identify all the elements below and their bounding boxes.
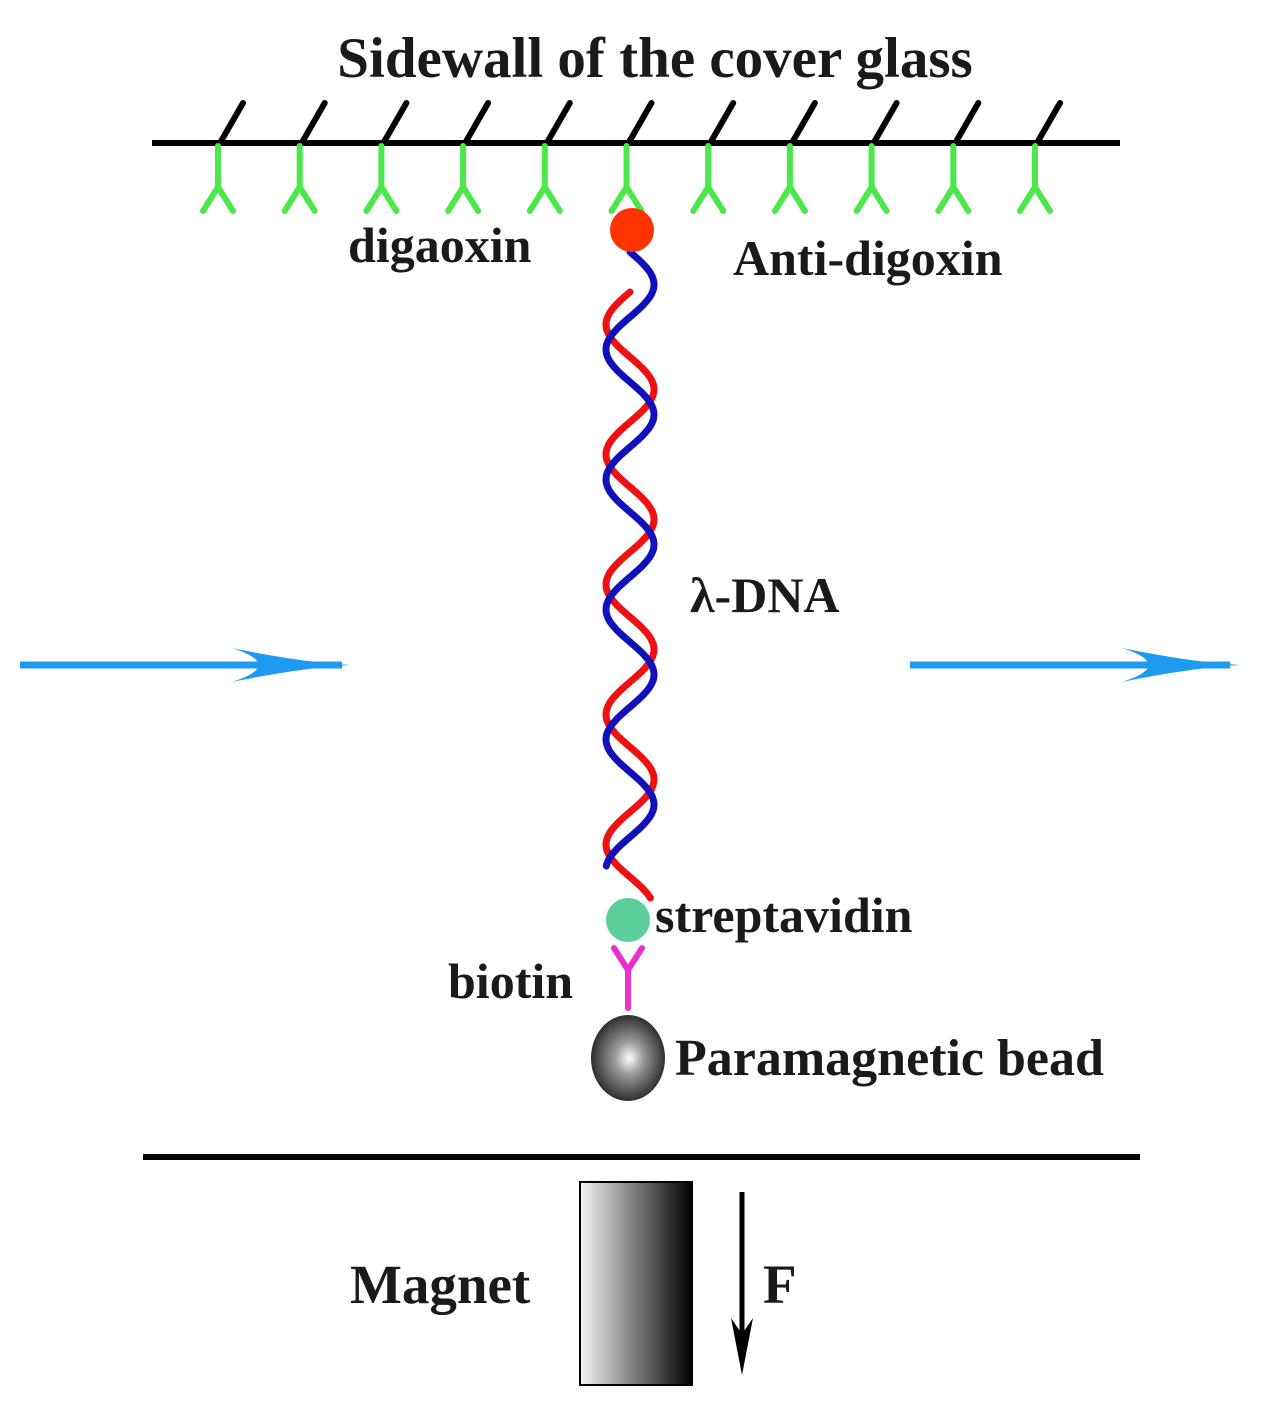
biotin-label: biotin <box>448 953 573 1009</box>
force-label: F <box>763 1254 797 1315</box>
surface-hatch-mark <box>870 100 900 146</box>
surface-hatches <box>217 100 1063 146</box>
digoxin-molecule <box>610 208 654 252</box>
antibody-icon <box>608 143 645 214</box>
surface-hatch-mark <box>707 100 737 146</box>
antibody-icon <box>1017 143 1053 214</box>
antibody-icon <box>935 143 972 214</box>
streptavidin-label: streptavidin <box>655 887 913 943</box>
title-label: Sidewall of the cover glass <box>337 27 972 90</box>
flow-arrow-left <box>20 648 350 682</box>
magnet-block <box>579 1181 693 1386</box>
digoxin-label: digaoxin <box>348 217 532 273</box>
surface-hatch-mark <box>298 100 328 146</box>
surface-hatch-mark <box>462 100 492 146</box>
antibody-icon <box>445 143 482 214</box>
antibody-icon <box>526 143 563 214</box>
dna-label: λ-DNA <box>690 567 840 623</box>
biotin-linker <box>611 945 645 1011</box>
antibody-icon <box>281 143 318 214</box>
dna-strand-blue <box>602 248 658 870</box>
surface-hatch-mark <box>625 100 655 146</box>
streptavidin-molecule <box>606 898 650 942</box>
lambda-dna-helix <box>602 248 658 902</box>
antibody-icon <box>690 143 727 214</box>
anti-digoxin-antibodies <box>200 143 1053 214</box>
flow-arrow-right <box>910 648 1240 682</box>
surface-hatch-mark <box>380 100 410 146</box>
surface-hatch-mark <box>543 100 573 146</box>
force-arrow <box>731 1192 753 1375</box>
surface-hatch-mark <box>217 100 246 146</box>
antibody-icon <box>771 143 808 214</box>
bead-label: Paramagnetic bead <box>675 1030 1104 1087</box>
surface-hatch-mark <box>788 100 818 146</box>
antibody-icon <box>200 143 236 214</box>
surface-hatch-mark <box>1034 100 1063 146</box>
antibody-icon <box>853 143 890 214</box>
paramagnetic-bead <box>591 1015 665 1101</box>
anti-digoxin-label: Anti-digoxin <box>733 230 1003 286</box>
surface-hatch-mark <box>952 100 982 146</box>
antibody-icon <box>363 143 400 214</box>
magnet-label: Magnet <box>350 1254 531 1315</box>
